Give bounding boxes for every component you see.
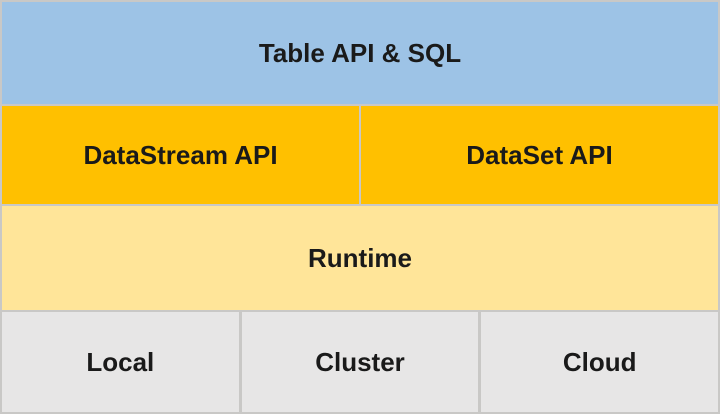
deployment-cluster-label: Cluster — [315, 346, 405, 377]
layer-dataset-api: DataSet API — [361, 106, 718, 204]
layer-row-core-apis: DataStream API DataSet API — [2, 106, 718, 204]
layer-row-runtime: Runtime — [2, 206, 718, 310]
layer-datastream-api: DataStream API — [2, 106, 359, 204]
layer-runtime: Runtime — [2, 206, 718, 310]
layer-dataset-api-label: DataSet API — [466, 139, 613, 170]
layer-runtime-label: Runtime — [308, 242, 412, 273]
deployment-local: Local — [2, 312, 239, 412]
deployment-local-label: Local — [86, 346, 155, 377]
layer-table-api-sql: Table API & SQL — [2, 2, 718, 104]
layer-row-deployment: Local Cluster Cloud — [2, 312, 718, 412]
layer-datastream-api-label: DataStream API — [83, 139, 278, 170]
layer-row-apis-top: Table API & SQL — [2, 2, 718, 104]
deployment-cloud-label: Cloud — [562, 346, 637, 377]
deployment-cloud: Cloud — [481, 312, 718, 412]
layer-table-api-sql-label: Table API & SQL — [258, 37, 462, 68]
deployment-cluster: Cluster — [241, 312, 479, 412]
